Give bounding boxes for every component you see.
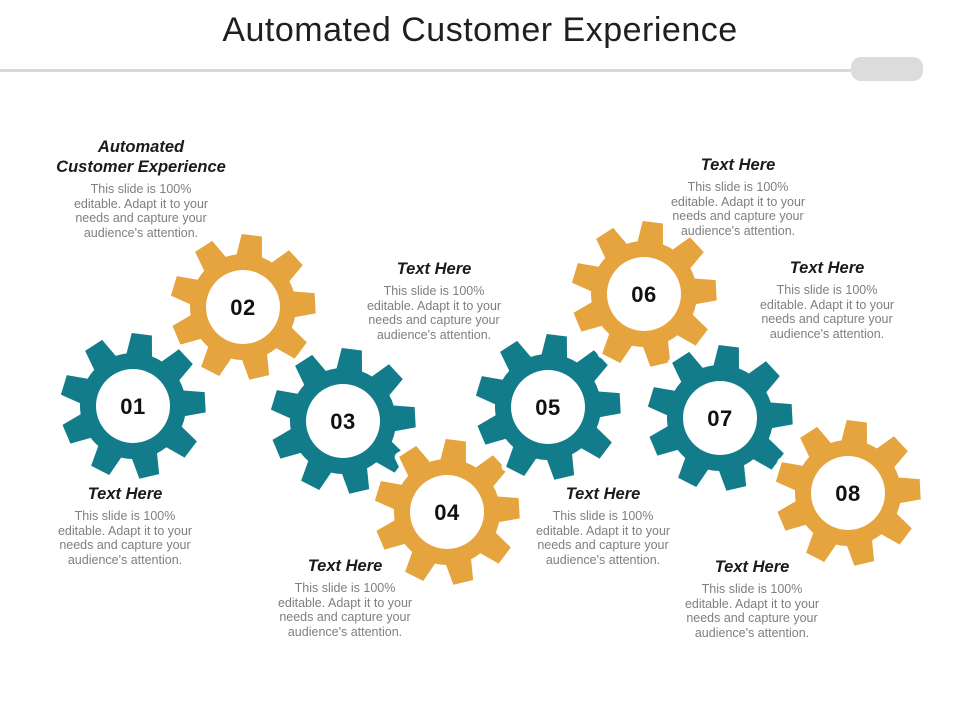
item-label: Text Here [714,558,790,576]
item-description: This slide is 100% editable. Adapt it to… [535,509,671,567]
gear-item-08: 08 [768,413,928,573]
item-label: Automated Customer Experience [56,138,226,176]
gear-number: 04 [434,500,460,525]
item-description: This slide is 100% editable. Adapt it to… [366,284,502,342]
item-label: Text Here [789,259,865,277]
gear-hub [683,381,757,455]
item-description: This slide is 100% editable. Adapt it to… [57,509,193,567]
title-divider-line [0,69,852,72]
gear-icon: 05 [471,329,626,485]
gear-item-03: 03 [263,341,423,501]
item-label: Text Here [307,557,383,575]
gear-number: 01 [120,394,145,419]
label-block-02: Automated Customer Experience This slide… [51,137,231,240]
label-block-04: Text Here This slide is 100% editable. A… [344,259,524,342]
gear-hub [607,257,681,331]
gear-icon: 02 [166,229,321,385]
gear-icon: 07 [643,340,798,496]
item-label: Text Here [87,485,163,503]
label-block-06: Text Here This slide is 100% editable. A… [648,155,828,238]
label-block-05: Text Here This slide is 100% editable. A… [513,484,693,567]
gear-hub [511,370,585,444]
item-label: Text Here [396,260,472,278]
label-block-08: Text Here This slide is 100% editable. A… [737,258,917,341]
item-description: This slide is 100% editable. Adapt it to… [670,180,806,238]
gear-number: 06 [631,282,656,307]
gear-hub [206,270,280,344]
label-block-01: Text Here This slide is 100% editable. A… [35,484,215,567]
gear-icon: 03 [266,343,421,499]
title-accent-bar [851,57,923,81]
item-label: Text Here [700,156,776,174]
gear-item-02: 02 [163,227,323,387]
item-description: This slide is 100% editable. Adapt it to… [73,182,209,240]
gear-number: 03 [330,409,355,434]
gear-icon: 01 [56,328,211,484]
gear-item-01: 01 [53,326,213,486]
item-description: This slide is 100% editable. Adapt it to… [684,582,820,640]
gear-item-04: 04 [367,432,527,592]
gear-hub [811,456,885,530]
gear-hub [96,369,170,443]
gear-number: 07 [707,406,732,431]
gear-item-06: 06 [564,214,724,374]
gear-number: 02 [230,295,255,320]
gear-number: 05 [535,395,560,420]
gear-hub [306,384,380,458]
gear-icon: 08 [771,415,926,571]
gear-hub [410,475,484,549]
gear-icon: 04 [370,434,525,590]
item-label: Text Here [565,485,641,503]
gear-icon: 06 [567,216,722,372]
item-description: This slide is 100% editable. Adapt it to… [277,581,413,639]
item-description: This slide is 100% editable. Adapt it to… [759,283,895,341]
label-block-07: Text Here This slide is 100% editable. A… [662,557,842,640]
slide-title: Automated Customer Experience [222,11,738,49]
label-block-03: Text Here This slide is 100% editable. A… [255,556,435,639]
gear-item-07: 07 [640,338,800,498]
gear-number: 08 [835,481,860,506]
gear-item-05: 05 [468,327,628,487]
